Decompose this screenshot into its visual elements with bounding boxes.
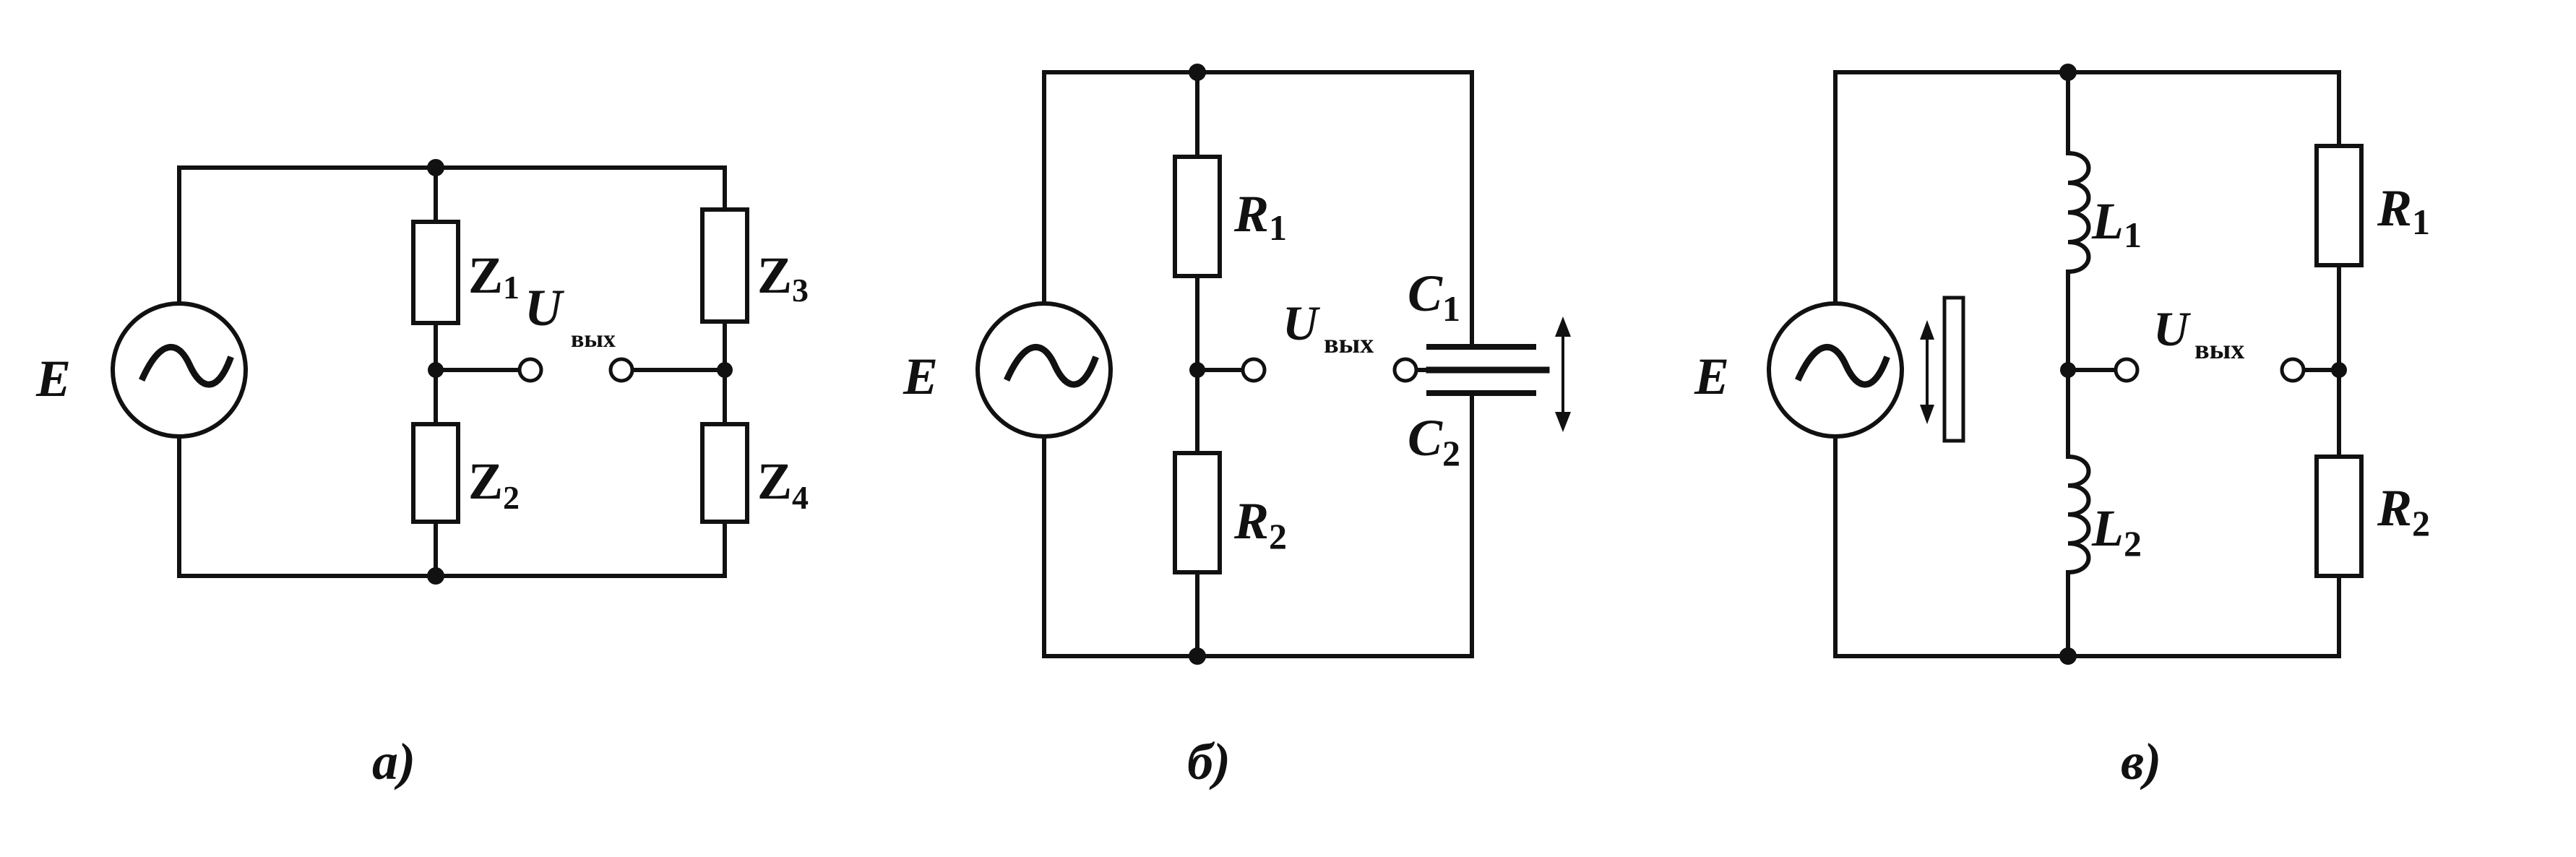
ac-source-a bbox=[111, 301, 248, 439]
resistor-r1-c bbox=[2314, 144, 2364, 267]
z4-label: Z4 bbox=[757, 452, 809, 516]
impedance-z1 bbox=[411, 220, 460, 325]
caption-a: а) bbox=[372, 733, 415, 791]
output-terminal-b-right bbox=[1392, 357, 1418, 383]
r2-label: R2 bbox=[1233, 492, 1287, 556]
ac-source-c bbox=[1767, 301, 1904, 439]
resistor-r1 bbox=[1173, 155, 1222, 278]
c1-label: C1 bbox=[1408, 264, 1460, 329]
output-terminal-c-right bbox=[2280, 357, 2306, 383]
source-label-a: E bbox=[35, 350, 71, 408]
source-label-c: E bbox=[1694, 348, 1729, 405]
differential-capacitor bbox=[1426, 317, 1550, 412]
circuit-a: E Z1 Z2 Z3 Z4 Uвых а) bbox=[35, 159, 809, 791]
resistor-r2 bbox=[1173, 451, 1222, 574]
z1-label: Z1 bbox=[468, 246, 520, 306]
inductor-l1 bbox=[2065, 150, 2091, 275]
c2-label: C2 bbox=[1408, 409, 1460, 473]
impedance-z3 bbox=[700, 207, 749, 324]
output-label-a: Uвых bbox=[525, 279, 616, 353]
r1-label-c: R1 bbox=[2377, 179, 2430, 242]
impedance-z2 bbox=[411, 422, 460, 524]
r2-label-c: R2 bbox=[2377, 479, 2430, 543]
r1-label: R1 bbox=[1233, 185, 1287, 248]
source-label-b: E bbox=[903, 348, 938, 405]
caption-c: в) bbox=[2121, 733, 2161, 791]
l2-label: L2 bbox=[2091, 499, 2142, 564]
output-terminal-c-left bbox=[2114, 357, 2140, 383]
z2-label: Z2 bbox=[468, 452, 520, 516]
l1-label: L1 bbox=[2091, 192, 2142, 255]
z3-label: Z3 bbox=[757, 246, 809, 309]
resistor-r2-c bbox=[2314, 455, 2364, 578]
output-terminal-a-left bbox=[517, 357, 543, 383]
inductor-l2 bbox=[2065, 454, 2091, 575]
impedance-z4 bbox=[700, 422, 749, 524]
motion-arrow-b bbox=[1555, 316, 1571, 432]
ac-source-b bbox=[975, 301, 1113, 439]
motion-arrow-c bbox=[1920, 320, 1934, 424]
caption-b: б) bbox=[1187, 733, 1231, 791]
output-terminal-b-left bbox=[1241, 357, 1267, 383]
output-terminal-a-right bbox=[608, 357, 634, 383]
movable-core bbox=[1942, 296, 1965, 443]
